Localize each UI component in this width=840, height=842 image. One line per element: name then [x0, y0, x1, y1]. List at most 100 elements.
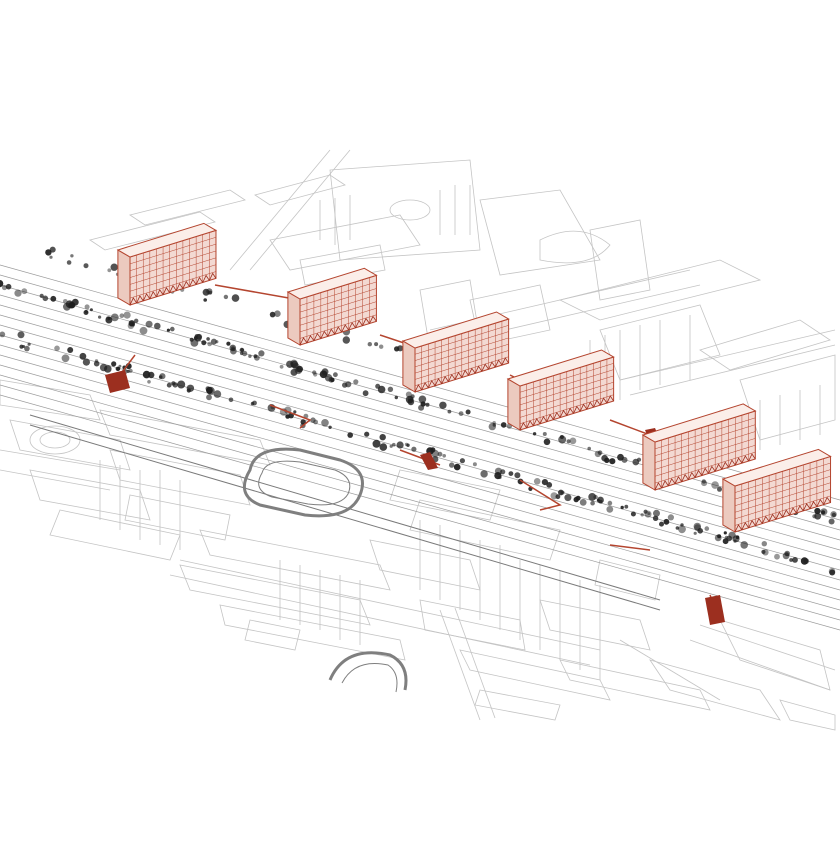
tree: [387, 386, 394, 392]
tree: [310, 417, 316, 423]
tree: [166, 328, 170, 332]
tree: [342, 336, 350, 344]
tree: [189, 337, 194, 342]
tree: [814, 507, 821, 515]
tree: [274, 310, 281, 318]
tree: [379, 443, 388, 451]
tree: [63, 302, 71, 311]
tree: [215, 340, 219, 344]
tree: [293, 410, 297, 414]
tree: [643, 509, 648, 514]
tree: [347, 432, 354, 438]
tree: [145, 320, 153, 328]
tree: [405, 395, 414, 404]
tree: [680, 523, 684, 527]
tree: [83, 263, 89, 269]
tree: [248, 354, 252, 358]
tree: [333, 372, 338, 378]
tree: [83, 310, 89, 315]
tree: [17, 331, 25, 339]
tree: [675, 526, 680, 530]
tree: [693, 531, 697, 535]
tree: [652, 515, 659, 521]
tree: [437, 451, 443, 457]
tree: [569, 437, 577, 445]
tree: [406, 443, 410, 447]
tree: [223, 294, 229, 300]
highlighted-building: [116, 222, 218, 306]
tree: [110, 263, 118, 271]
tree: [514, 472, 521, 479]
tree: [606, 506, 614, 513]
tree: [829, 569, 836, 576]
tree: [110, 313, 119, 322]
tree: [396, 441, 404, 449]
tree: [814, 512, 822, 520]
tree: [678, 525, 686, 534]
tree: [500, 469, 506, 475]
tree: [828, 518, 835, 525]
tree: [543, 438, 551, 446]
tree: [733, 539, 737, 543]
tree: [465, 409, 471, 415]
tree: [379, 344, 384, 349]
tree: [726, 535, 732, 542]
tree: [711, 481, 719, 489]
tree: [231, 346, 235, 351]
tree: [761, 549, 766, 555]
tree: [624, 504, 629, 509]
tree: [459, 458, 465, 464]
tree: [21, 288, 28, 295]
tree: [239, 347, 244, 353]
tree: [228, 397, 234, 403]
highlighted-building: [506, 349, 615, 431]
tree: [397, 345, 404, 352]
tree: [39, 293, 44, 298]
tree: [207, 341, 212, 347]
tree: [425, 402, 430, 407]
tree: [206, 386, 213, 394]
tree: [517, 478, 524, 485]
tree: [27, 342, 31, 346]
tree: [717, 534, 722, 539]
tree: [154, 322, 161, 330]
tree: [604, 457, 610, 463]
tree: [258, 350, 265, 357]
tree: [379, 434, 386, 441]
tree: [774, 553, 780, 560]
tree: [782, 552, 790, 560]
tree: [800, 557, 809, 565]
tree: [93, 360, 100, 367]
tree: [717, 486, 722, 492]
tree: [377, 385, 386, 394]
tree: [127, 322, 135, 329]
tree: [575, 495, 581, 501]
tree: [203, 298, 207, 302]
tree: [213, 390, 222, 398]
tree: [208, 290, 213, 295]
tree: [139, 326, 148, 335]
tree: [659, 521, 664, 527]
tree: [294, 366, 303, 375]
tree: [588, 493, 597, 501]
tree: [404, 442, 409, 447]
tree: [66, 260, 72, 265]
tree: [453, 463, 461, 471]
tree: [372, 439, 381, 448]
tree: [82, 358, 90, 366]
tree: [252, 400, 257, 406]
tree: [84, 304, 90, 310]
tree: [828, 568, 836, 575]
tree: [111, 361, 117, 367]
tree: [206, 337, 210, 341]
tree: [345, 381, 352, 388]
tree: [599, 499, 603, 504]
tree: [0, 331, 6, 338]
tree: [533, 478, 541, 485]
tree: [253, 354, 258, 359]
tree: [508, 471, 514, 476]
tree: [5, 283, 12, 290]
tree: [609, 458, 616, 465]
tree: [14, 289, 22, 297]
